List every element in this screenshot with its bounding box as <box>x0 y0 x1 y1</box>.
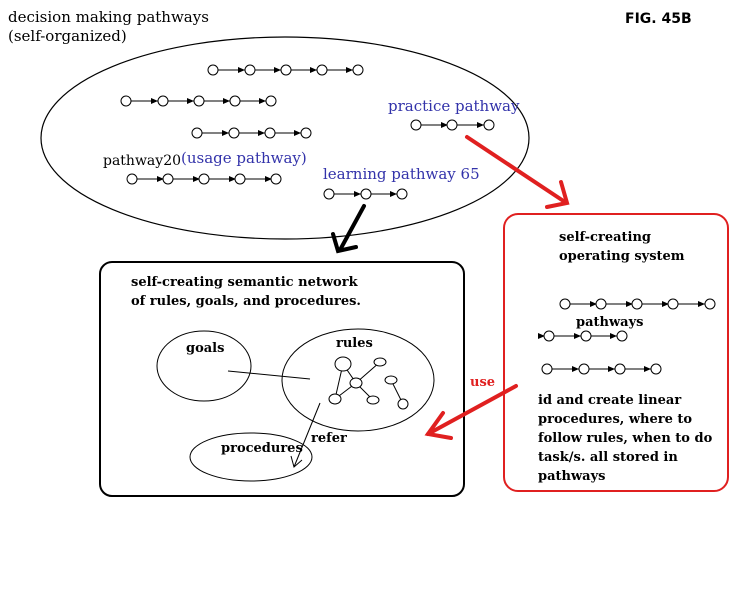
learning-pathway-label: learning pathway 65 <box>323 165 480 183</box>
learning-to-network-arrow <box>331 204 366 254</box>
pathway-chain-2 <box>120 95 277 107</box>
pathway-chain-3 <box>191 127 312 139</box>
refer-label: refer <box>311 431 347 446</box>
rules-label: rules <box>336 336 373 351</box>
goals-rules-link <box>227 370 311 380</box>
os-pathway-chain-2 <box>538 330 628 342</box>
rules-ellipse <box>281 328 435 432</box>
semantic-network-box <box>99 261 465 497</box>
os-description-4: task/s. all stored in <box>538 450 678 465</box>
semantic-network-title-1: self-creating semantic network <box>131 275 359 290</box>
pathway-chain-1 <box>207 64 364 76</box>
practice-pathway-chain <box>410 119 495 131</box>
top-title-line-1: decision making pathways <box>8 8 209 26</box>
practice-to-os-arrow <box>465 135 570 209</box>
os-pathway-chain-1 <box>559 298 716 310</box>
os-description-2: procedures, where to <box>538 412 692 427</box>
semantic-network-title-2: of rules, goals, and procedures. <box>131 294 361 309</box>
os-pathways-label: pathways <box>576 315 643 330</box>
figure-label: FIG. 45B <box>625 11 692 27</box>
practice-pathway-label: practice pathway <box>388 97 520 115</box>
goals-label: goals <box>186 341 224 356</box>
top-title-line-2: (self-organized) <box>8 27 127 45</box>
procedures-label: procedures <box>221 441 303 456</box>
usage-pathway-label: (usage pathway) <box>181 149 307 167</box>
use-arrow <box>424 384 518 440</box>
os-description-3: follow rules, when to do <box>538 431 713 446</box>
os-pathway-chain-3 <box>541 363 662 375</box>
learning-pathway-chain <box>323 188 408 200</box>
pathway-chains <box>120 64 495 200</box>
os-description-1: id and create linear <box>538 393 681 408</box>
os-title-2: operating system <box>559 249 685 264</box>
pathway20-label: pathway20 <box>103 153 181 169</box>
os-description-5: pathways <box>538 469 605 484</box>
goals-ellipse <box>156 330 252 402</box>
os-box <box>503 213 729 492</box>
pathway-chain-20 <box>126 173 282 185</box>
decision-pathways-ellipse <box>40 36 530 240</box>
os-pathway-chains <box>538 298 716 375</box>
os-title-1: self-creating <box>559 230 651 245</box>
rules-network <box>328 356 409 410</box>
procedures-ellipse <box>189 432 313 482</box>
use-label: use <box>470 375 495 390</box>
refer-arrow <box>290 402 321 468</box>
